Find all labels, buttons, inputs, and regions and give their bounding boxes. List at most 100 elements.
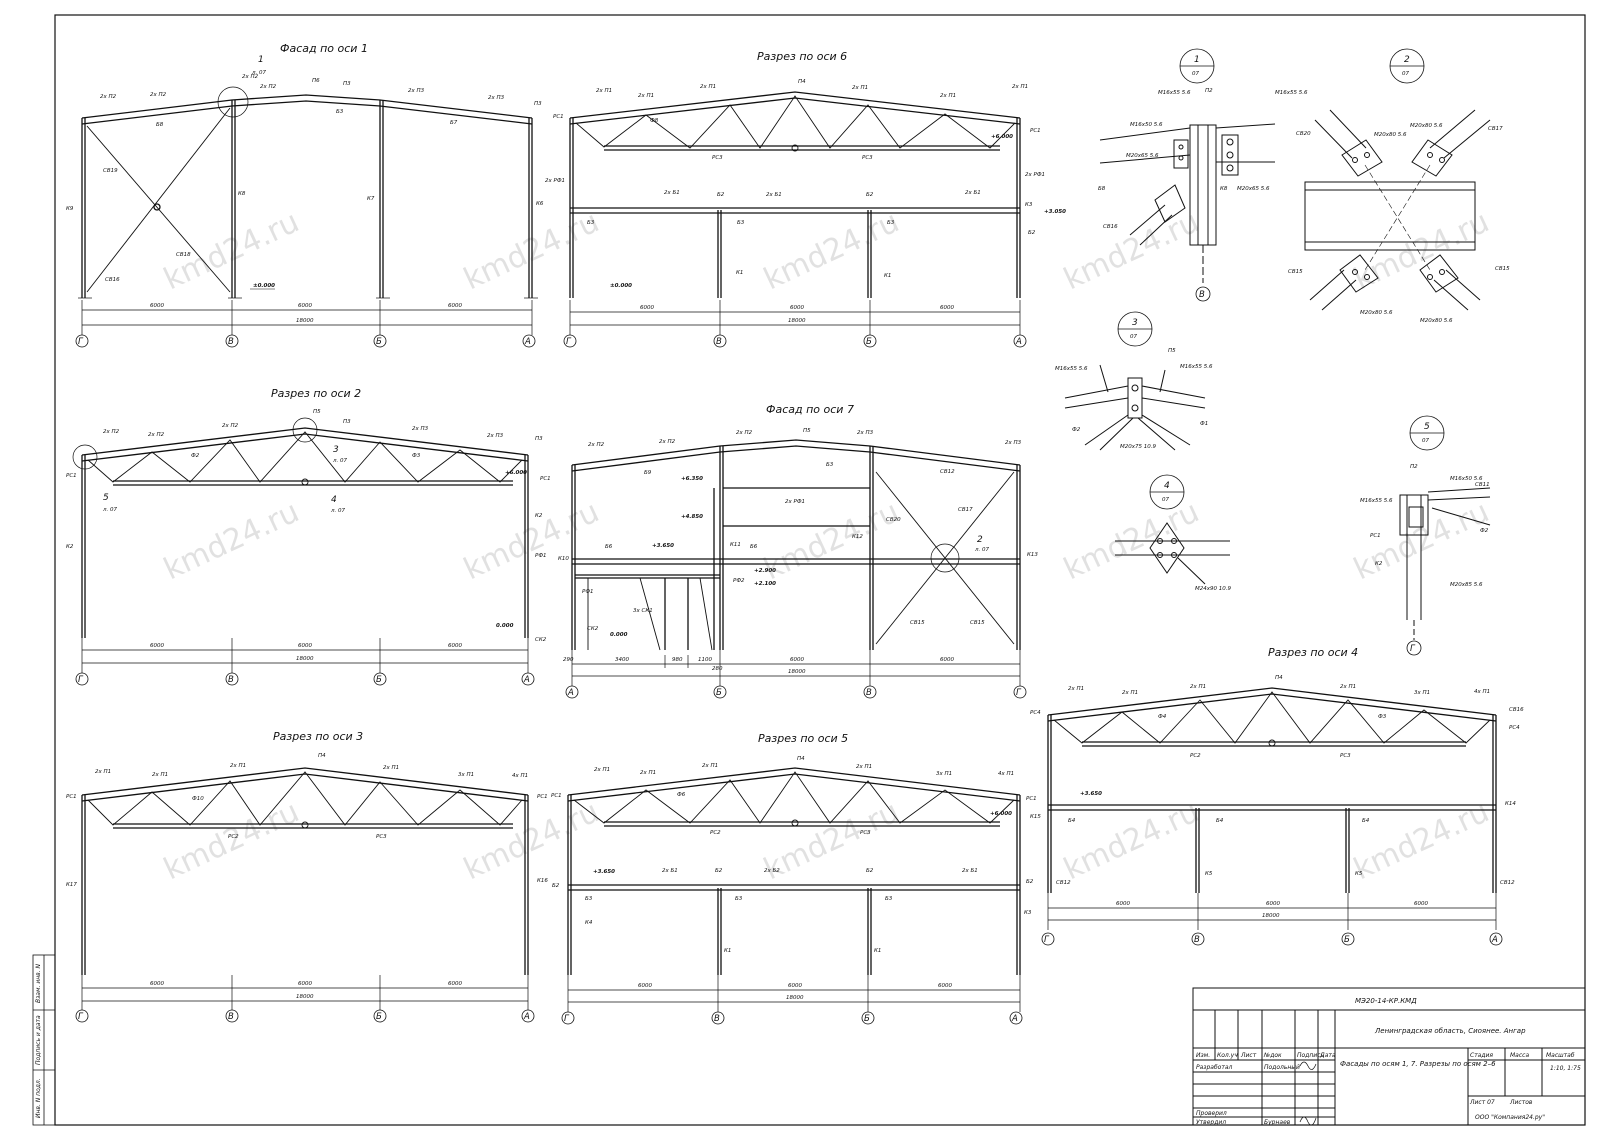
axis-g: Г: [1410, 644, 1416, 654]
bolt-spec: М20х75 10.9: [1120, 444, 1156, 450]
dim-label: 6000: [640, 305, 654, 311]
member-mark: 2х П2: [148, 432, 165, 438]
elevation-label: +6.000: [505, 470, 527, 476]
node-sheet: 07: [1162, 497, 1169, 503]
member-mark: Ф10: [192, 796, 204, 802]
member-mark: К6: [536, 201, 544, 207]
member-mark: П6: [312, 78, 320, 84]
stamp-col-date: Дата: [1319, 1052, 1336, 1059]
member-mark: СВ20: [1296, 131, 1311, 137]
member-mark: К5: [1355, 871, 1363, 877]
member-mark: РС2: [1190, 753, 1201, 759]
dim-label: 6000: [1414, 901, 1428, 907]
axis-g: Г: [1044, 935, 1050, 945]
member-mark: СВ15: [1288, 269, 1303, 275]
member-mark: К2: [535, 513, 543, 519]
member-mark: Б3: [885, 896, 893, 902]
bolt-spec: М20х80 5.6: [1360, 310, 1393, 316]
member-mark: РС3: [376, 834, 387, 840]
dim-label: 18000: [788, 318, 806, 324]
stamp-row-approve: Утвердил: [1196, 1119, 1226, 1126]
stamp-mass-header: Масса: [1510, 1052, 1529, 1059]
member-mark: 2х Б1: [962, 868, 978, 874]
watermark: kmd24.ru: [1349, 794, 1495, 887]
stamp-sheet-title: Фасады по осям 1, 7. Разрезы по осям 2–6: [1340, 1060, 1496, 1068]
member-mark: Б6: [605, 544, 613, 550]
member-mark: Б3: [336, 109, 344, 115]
member-mark: РС3: [860, 830, 871, 836]
elevation-label: 0.000: [496, 623, 514, 629]
axis-b: Б: [1344, 935, 1350, 945]
member-mark: К17: [66, 882, 77, 888]
member-mark: Ф2: [1480, 528, 1489, 534]
side-inv-label: Инв. N подл.: [35, 1078, 42, 1118]
detail-node-5: 5 07 Г М16х55 5.6 М16х50 5.6 М20х85 5.6 …: [1360, 415, 1491, 656]
view-section-axis-4: Разрез по оси 4 6000 6000 6000 18000 Г В…: [1030, 646, 1524, 946]
elevation-label: +3.650: [652, 543, 674, 549]
member-mark: СВ12: [940, 469, 955, 475]
axis-g: Г: [564, 1014, 570, 1024]
signature-mark: [1299, 1116, 1317, 1126]
callout-ref: л. 07: [102, 507, 118, 513]
member-mark: 2х П1: [1340, 684, 1356, 690]
member-mark: РС1: [1026, 796, 1037, 802]
bolt-spec: М20х65 5.6: [1126, 153, 1159, 159]
member-mark: РФ2: [733, 578, 745, 584]
view-title: Фасад по оси 1: [280, 42, 368, 55]
member-mark: К15: [1030, 814, 1041, 820]
axis-b: Б: [376, 337, 382, 347]
member-mark: Б2: [717, 192, 725, 198]
axis-a: А: [524, 337, 531, 347]
axis-b: Б: [716, 688, 722, 698]
member-mark: СВ19: [103, 168, 118, 174]
axis-g: Г: [1016, 688, 1022, 698]
detail-node-2: 2 07 М20х80 5.6 М20х80 5.6 М20х80 5.6 М2…: [1288, 48, 1510, 324]
axis-a: А: [523, 1012, 530, 1022]
dim-label: 6000: [150, 303, 164, 309]
member-mark: Ф2: [1072, 427, 1081, 433]
dim-label: 6000: [448, 303, 462, 309]
member-mark: 2х П1: [640, 770, 656, 776]
bolt-spec: М24х90 10.9: [1195, 586, 1231, 592]
elevation-label: +6.350: [681, 476, 703, 482]
member-mark: РФ1: [582, 589, 594, 595]
member-mark: К2: [66, 544, 74, 550]
dim-label: 3400: [615, 657, 629, 663]
member-mark: П3: [534, 101, 542, 107]
member-mark: К2: [1375, 561, 1383, 567]
member-mark: СК2: [535, 637, 547, 643]
member-mark: 2х П3: [488, 95, 505, 101]
member-mark: 2х П1: [1012, 84, 1028, 90]
elevation-label: +3.050: [1044, 209, 1066, 215]
member-mark: 3х П1: [458, 772, 474, 778]
bolt-spec: М16х50 5.6: [1130, 122, 1163, 128]
stamp-row-check: Проверил: [1196, 1110, 1227, 1117]
elevation-label: +4.850: [681, 514, 703, 520]
view-title: Разрез по оси 6: [757, 50, 847, 63]
member-mark: Б4: [1362, 818, 1370, 824]
axis-v: В: [714, 1014, 720, 1024]
view-section-axis-6: Разрез по оси 6 6000 6000 6000 18000 Г В…: [545, 50, 1066, 348]
dim-label: 6000: [298, 981, 312, 987]
member-mark: 2х П2: [100, 94, 117, 100]
stamp-appr-name: Бурнаев: [1264, 1119, 1291, 1126]
axis-a: А: [567, 688, 574, 698]
member-mark: К7: [367, 196, 375, 202]
dim-label: 1100: [698, 657, 712, 663]
member-mark: 2х Б1: [664, 190, 680, 196]
watermark: kmd24.ru: [1349, 494, 1495, 587]
dim-label: 6000: [638, 983, 652, 989]
member-mark: РС4: [1030, 710, 1041, 716]
member-mark: 4х П1: [998, 771, 1014, 777]
member-mark: К14: [1505, 801, 1516, 807]
axis-a: А: [1011, 1014, 1018, 1024]
member-mark: РС1: [66, 473, 77, 479]
view-section-axis-5: Разрез по оси 5 6000 6000 6000 18000 Г В…: [551, 732, 1037, 1025]
node-number: 2: [1404, 55, 1410, 65]
axis-g: Г: [566, 337, 572, 347]
member-mark: К9: [66, 206, 74, 212]
member-mark: 2х П3: [412, 426, 429, 432]
view-facade-axis-1: Фасад по оси 1 6000 6000 6000 1: [66, 42, 544, 348]
dim-label: 6000: [938, 983, 952, 989]
axis-b: Б: [864, 1014, 870, 1024]
